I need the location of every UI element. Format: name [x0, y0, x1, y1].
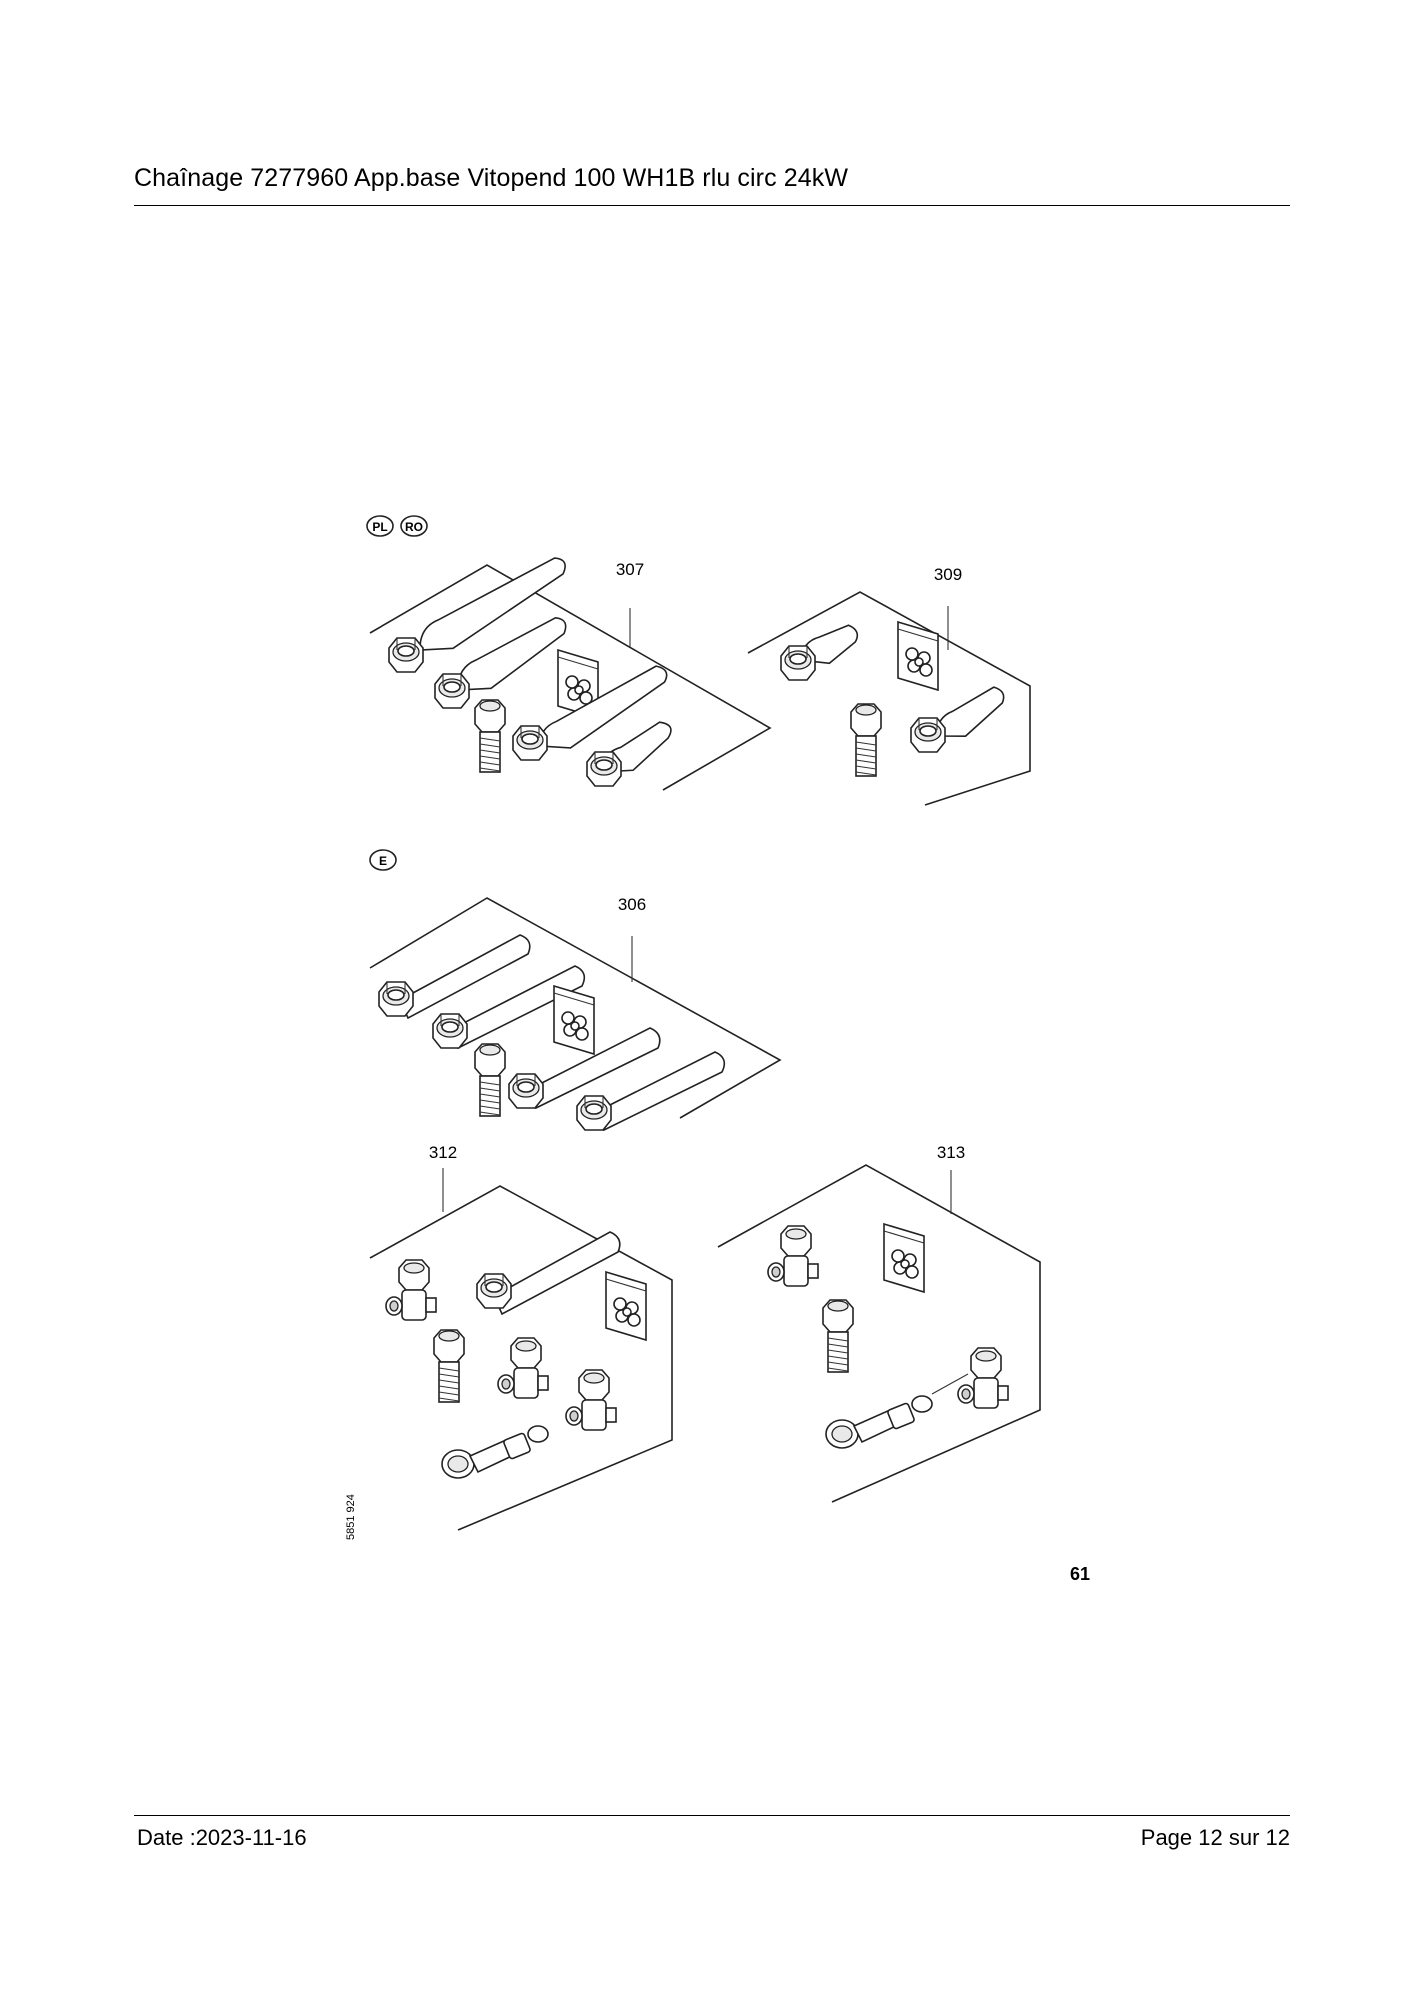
badge-e: E	[379, 854, 387, 868]
callout-309: 309	[934, 565, 962, 584]
parts-set-309: 309	[747, 565, 1031, 806]
badge-pl: PL	[372, 520, 387, 534]
figure-number: 61	[1070, 1564, 1090, 1584]
parts-set-312: 312	[369, 1143, 673, 1531]
country-badges-pl-ro: PL RO	[366, 515, 428, 537]
parts-set-307: 307	[369, 557, 772, 791]
callout-307: 307	[616, 560, 644, 579]
callout-313: 313	[937, 1143, 965, 1162]
callout-306: 306	[618, 895, 646, 914]
drawing-code: 5851 924	[345, 1494, 357, 1540]
document-title: Chaînage 7277960 App.base Vitopend 100 W…	[134, 164, 849, 192]
callout-312: 312	[429, 1143, 457, 1162]
parts-set-306: 306	[369, 895, 782, 1132]
parts-set-313: 313	[717, 1143, 1041, 1503]
country-badge-e: E	[369, 849, 397, 871]
footer-divider	[134, 1815, 1290, 1816]
header-divider	[134, 205, 1290, 206]
footer-page-number: Page 12 sur 12	[1140, 1825, 1290, 1850]
badge-ro: RO	[405, 520, 423, 534]
footer-date: Date :2023-11-16	[137, 1825, 307, 1850]
